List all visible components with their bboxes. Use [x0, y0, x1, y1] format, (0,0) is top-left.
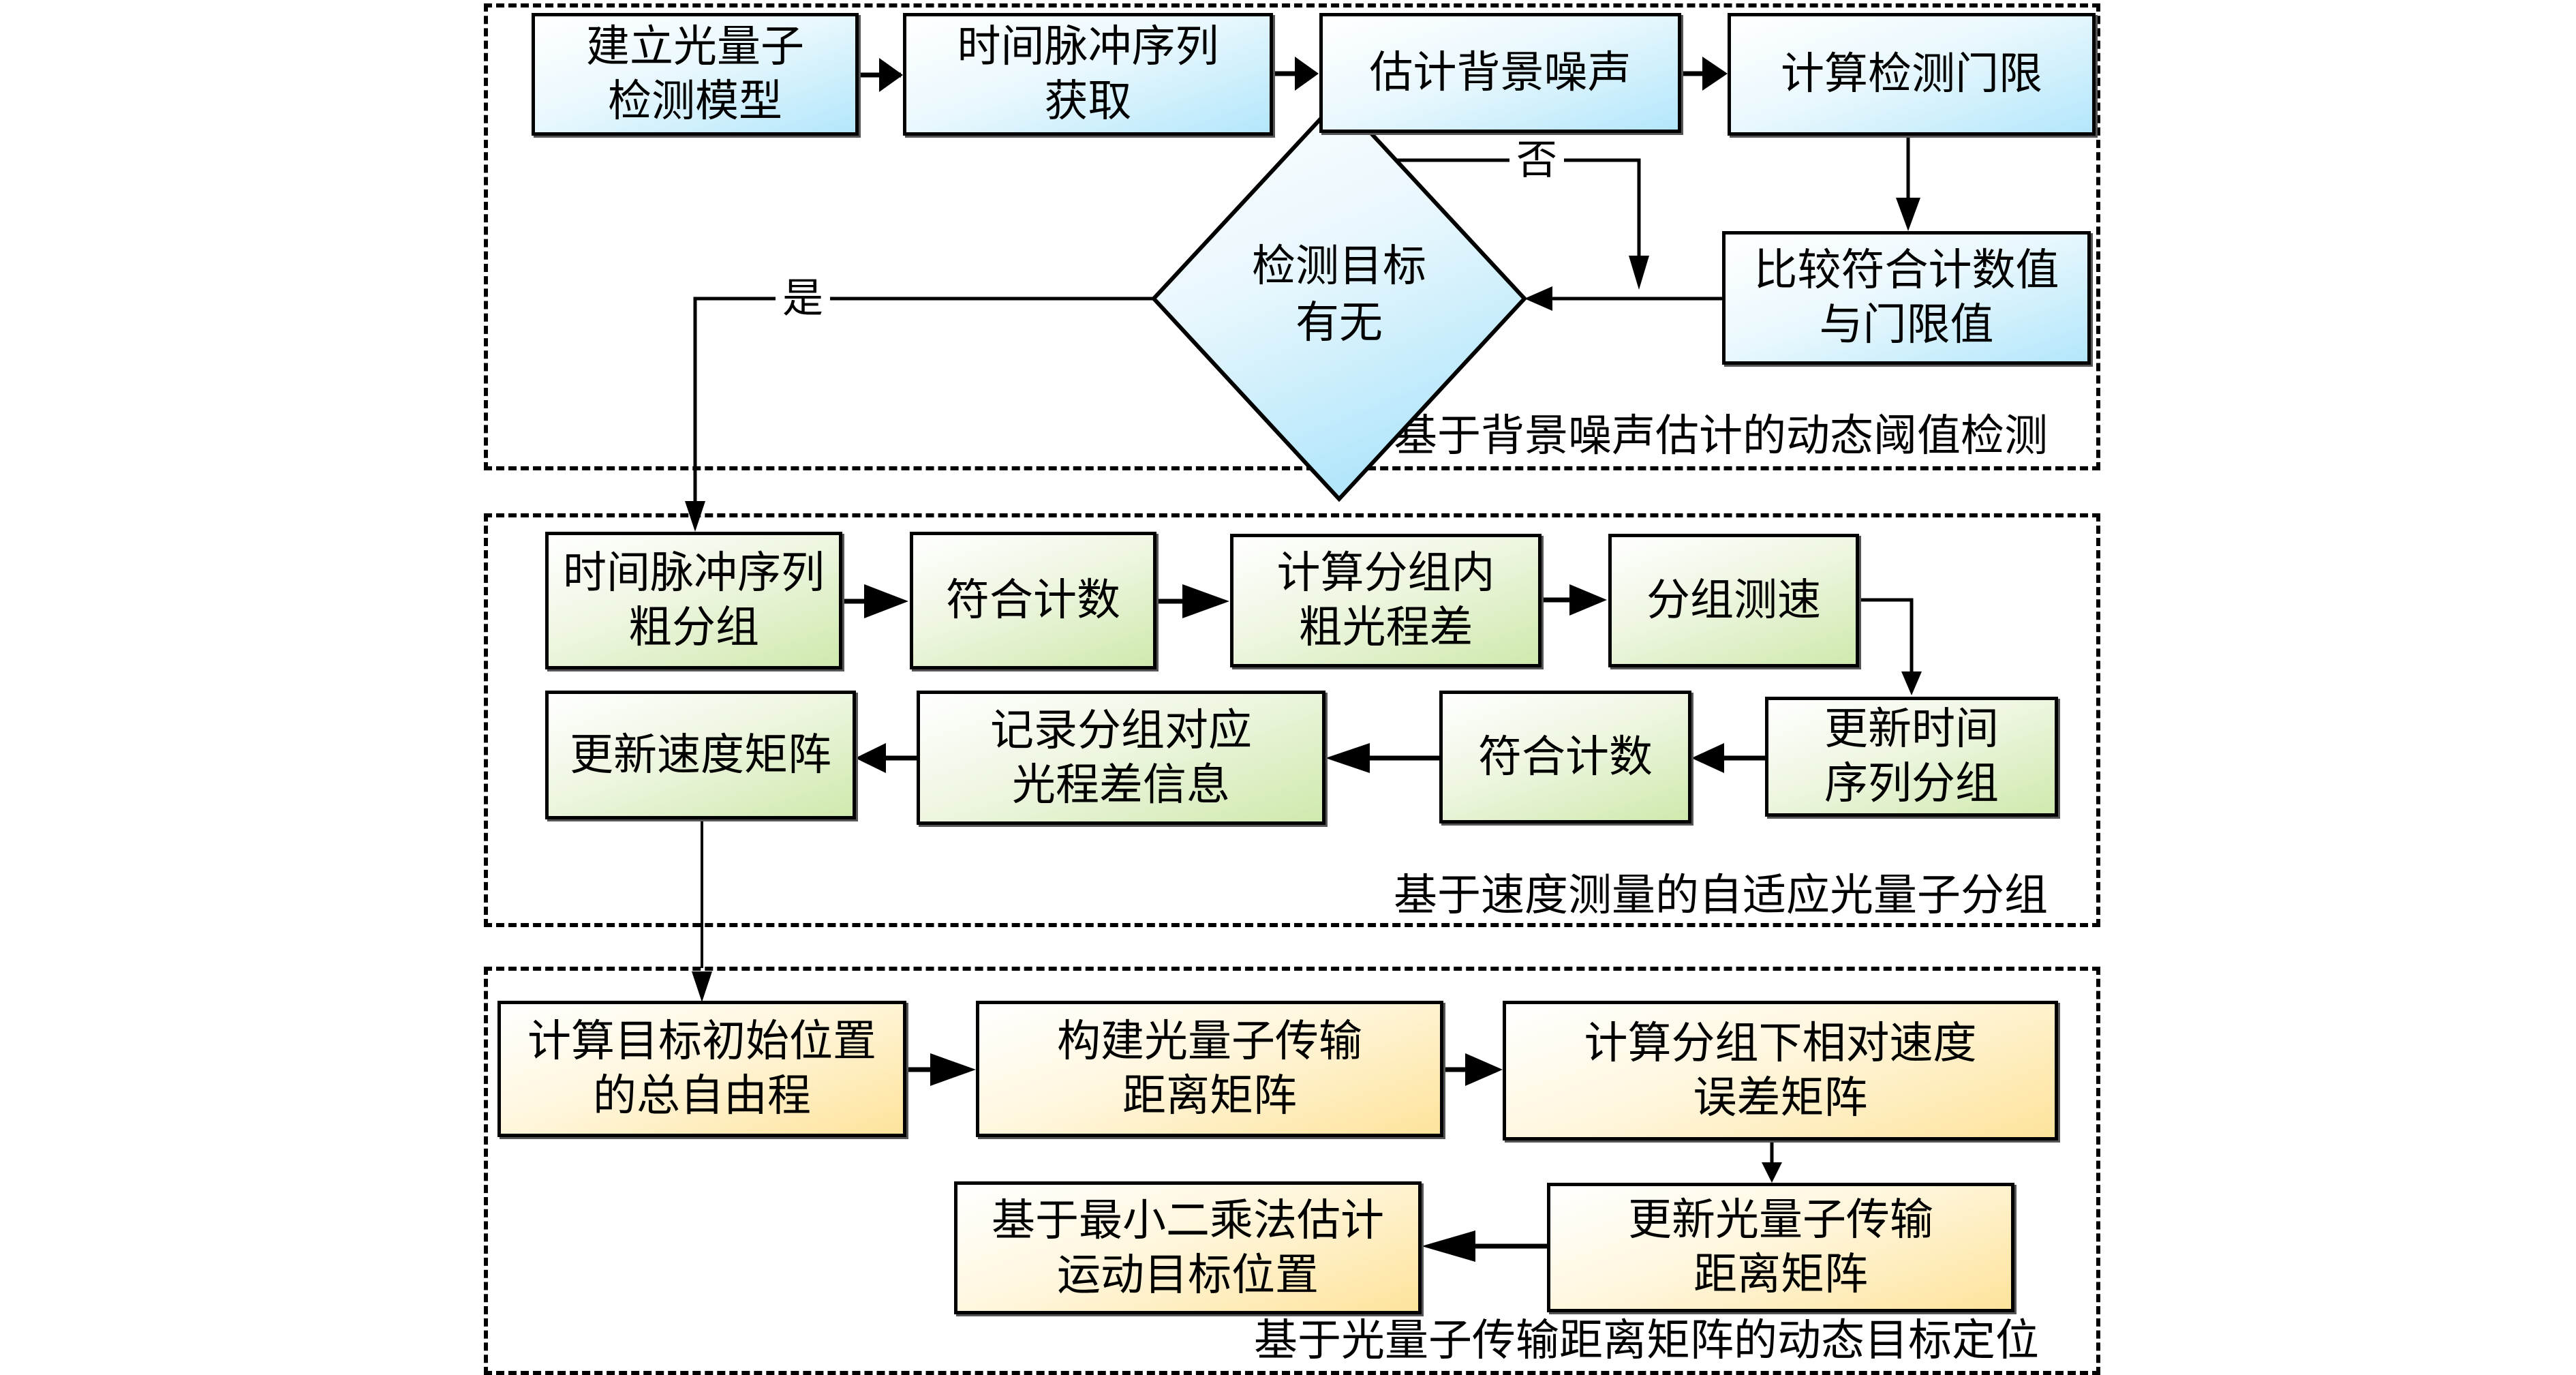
step-acquire-pulse-sequence[interactable]: 时间脉冲序列 获取	[903, 13, 1273, 136]
step-line: 计算目标初始位置	[527, 1016, 876, 1067]
step-record-path-difference[interactable]: 记录分组对应 光程差信息	[917, 691, 1325, 825]
step-line: 时间脉冲序列	[957, 22, 1219, 72]
step-update-sequence-grouping[interactable]: 更新时间 序列分组	[1765, 697, 2058, 817]
step-line: 距离矩阵	[1122, 1071, 1297, 1121]
step-build-detection-model[interactable]: 建立光量子 检测模型	[532, 13, 859, 136]
step-line: 粗分组	[628, 603, 759, 653]
step-line: 计算检测门限	[1781, 49, 2042, 100]
decision-text: 检测目标 有无	[1203, 239, 1475, 352]
step-line: 更新光量子传输	[1628, 1195, 1933, 1245]
decision-line-1: 检测目标	[1252, 241, 1426, 292]
step-line: 计算分组内	[1276, 548, 1495, 599]
step-line: 运动目标位置	[1057, 1250, 1319, 1301]
section-localization-label: 基于光量子传输距离矩阵的动态目标定位	[1254, 1316, 2039, 1366]
step-line: 计算分组下相对速度	[1584, 1018, 1977, 1069]
step-line: 估计背景噪声	[1369, 48, 1631, 98]
step-coarse-grouping[interactable]: 时间脉冲序列 粗分组	[545, 532, 842, 669]
step-update-transmission-distance-matrix[interactable]: 更新光量子传输 距离矩阵	[1547, 1183, 2014, 1312]
step-line: 粗光程差	[1298, 603, 1473, 653]
step-line: 误差矩阵	[1693, 1072, 1868, 1123]
step-line: 距离矩阵	[1693, 1250, 1868, 1300]
section-localization-frame	[484, 967, 2100, 1375]
step-line: 与门限值	[1819, 300, 1994, 350]
step-line: 更新速度矩阵	[570, 729, 831, 781]
section-grouping-frame	[484, 513, 2100, 927]
step-line: 的总自由程	[593, 1071, 811, 1121]
step-group-velocity-measurement[interactable]: 分组测速	[1608, 534, 1859, 667]
step-compute-threshold[interactable]: 计算检测门限	[1728, 13, 2096, 136]
step-line: 检测模型	[608, 76, 782, 127]
step-line: 构建光量子传输	[1057, 1016, 1362, 1067]
step-compute-coarse-path-difference[interactable]: 计算分组内 粗光程差	[1230, 534, 1542, 667]
step-update-velocity-matrix[interactable]: 更新速度矩阵	[545, 691, 856, 819]
step-line: 符合计数	[1478, 731, 1653, 783]
section-grouping-label: 基于速度测量的自适应光量子分组	[1394, 871, 2048, 921]
step-line: 时间脉冲序列	[563, 548, 825, 599]
decision-line-2: 有无	[1295, 298, 1383, 349]
step-compute-initial-free-path[interactable]: 计算目标初始位置 的总自由程	[497, 1001, 906, 1137]
step-line: 序列分组	[1824, 759, 1999, 809]
section-detection-label: 基于背景噪声估计的动态阈值检测	[1394, 411, 2048, 462]
step-line: 分组测速	[1646, 575, 1821, 626]
step-line: 记录分组对应	[990, 705, 1252, 756]
step-line: 更新时间	[1824, 704, 1999, 755]
step-coincidence-count-1[interactable]: 符合计数	[910, 532, 1156, 669]
step-line: 建立光量子	[586, 22, 804, 72]
step-line: 符合计数	[946, 575, 1120, 626]
step-line: 比较符合计数值	[1753, 245, 2059, 296]
no-branch-label: 否	[1509, 140, 1564, 181]
step-line: 获取	[1044, 76, 1132, 127]
step-line: 基于最小二乘法估计	[992, 1195, 1384, 1246]
step-build-transmission-distance-matrix[interactable]: 构建光量子传输 距离矩阵	[976, 1001, 1443, 1137]
yes-branch-label: 是	[776, 278, 830, 319]
step-compute-velocity-error-matrix[interactable]: 计算分组下相对速度 误差矩阵	[1503, 1001, 2058, 1140]
step-estimate-background-noise[interactable]: 估计背景噪声	[1319, 13, 1681, 133]
step-least-squares-position-estimate[interactable]: 基于最小二乘法估计 运动目标位置	[954, 1181, 1422, 1314]
step-coincidence-count-2[interactable]: 符合计数	[1439, 691, 1691, 824]
step-line: 光程差信息	[1012, 759, 1230, 811]
step-compare-count-threshold[interactable]: 比较符合计数值 与门限值	[1722, 231, 2091, 365]
